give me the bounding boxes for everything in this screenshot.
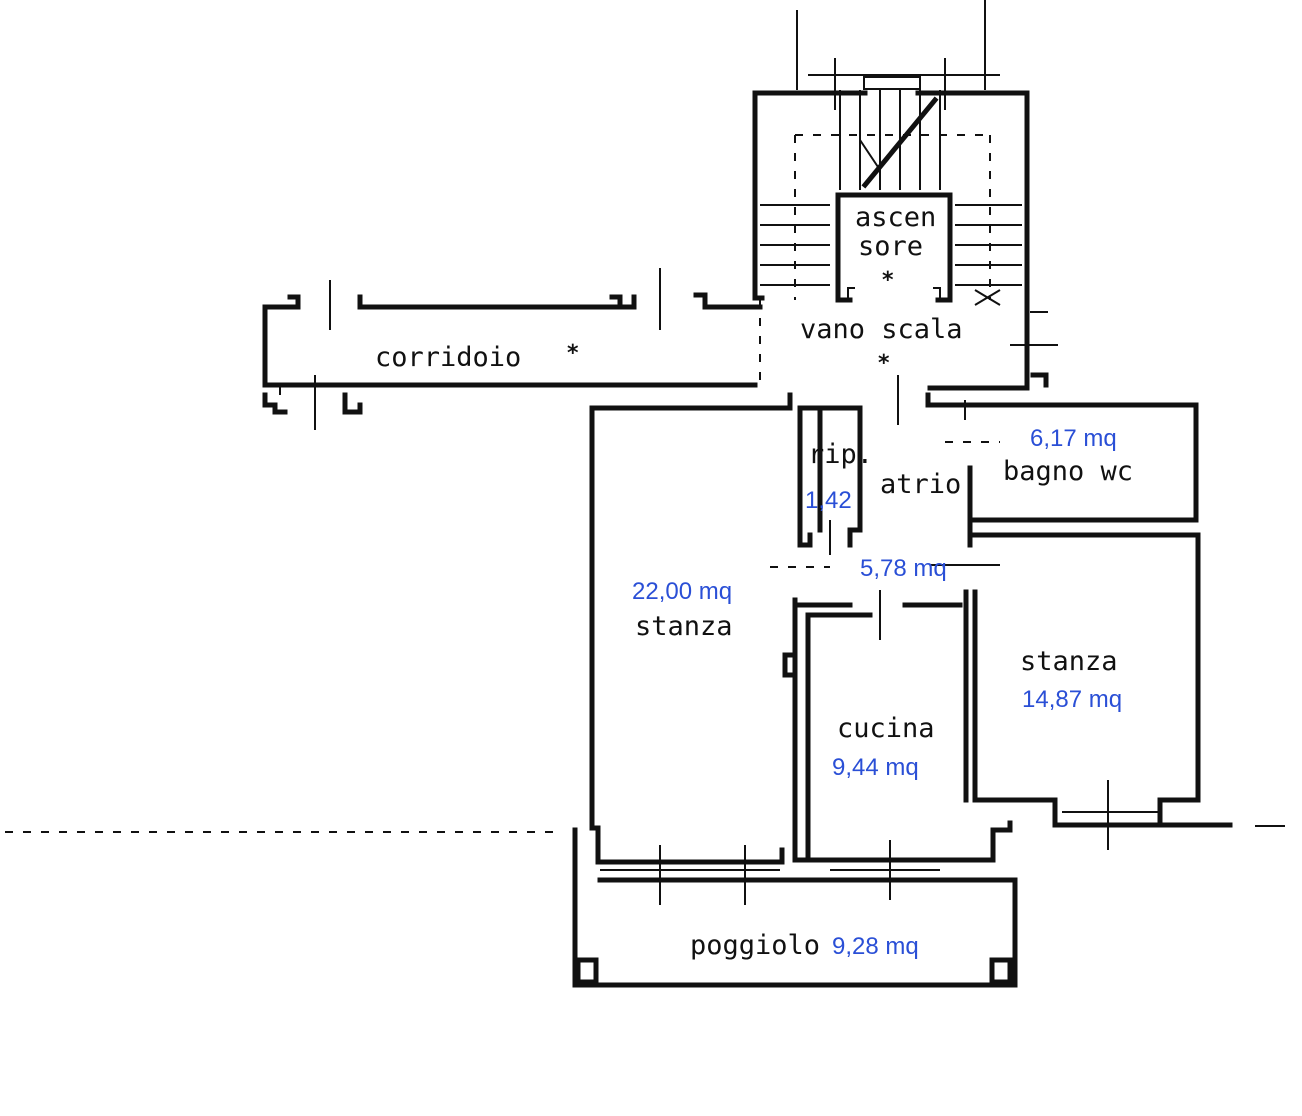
corridor — [262, 268, 763, 430]
area-atrio: 5,78 mq — [860, 555, 947, 582]
stair-treads — [760, 90, 1022, 306]
marker-vano-scala: * — [878, 351, 890, 376]
poggiolo-corner-left — [575, 957, 599, 985]
elevator-shaft — [835, 192, 953, 303]
label-vano-scala: vano scala — [800, 314, 963, 345]
label-stanza-left: stanza — [635, 611, 733, 642]
area-bagno: 6,17 mq — [1030, 425, 1117, 452]
stair-block — [752, 0, 1058, 391]
area-stanza-right: 14,87 mq — [1022, 686, 1122, 713]
label-atrio: atrio — [880, 469, 961, 500]
area-cucina: 9,44 mq — [832, 754, 919, 781]
label-ascensore-1: ascen — [855, 202, 936, 233]
label-stanza-right: stanza — [1020, 646, 1118, 677]
stair-window — [863, 76, 921, 90]
apartment-walls — [5, 375, 1285, 988]
area-stanza-left: 22,00 mq — [632, 578, 732, 605]
label-corridoio: corridoio — [375, 342, 521, 373]
marker-ascensore: * — [882, 268, 894, 293]
area-poggiolo: 9,28 mq — [832, 933, 919, 960]
label-poggiolo: poggiolo — [690, 930, 820, 961]
label-ascensore-2: sore — [858, 231, 923, 262]
area-ripostiglio: 1,42 — [805, 487, 852, 514]
poggiolo-corner-right — [989, 957, 1013, 985]
label-bagno: bagno wc — [1003, 456, 1133, 487]
marker-corridoio: * — [567, 341, 579, 366]
room-labels: ascen sore * vano scala * corridoio * ri… — [375, 202, 1133, 961]
label-ripostiglio: rip. — [808, 439, 873, 470]
label-cucina: cucina — [837, 713, 935, 744]
